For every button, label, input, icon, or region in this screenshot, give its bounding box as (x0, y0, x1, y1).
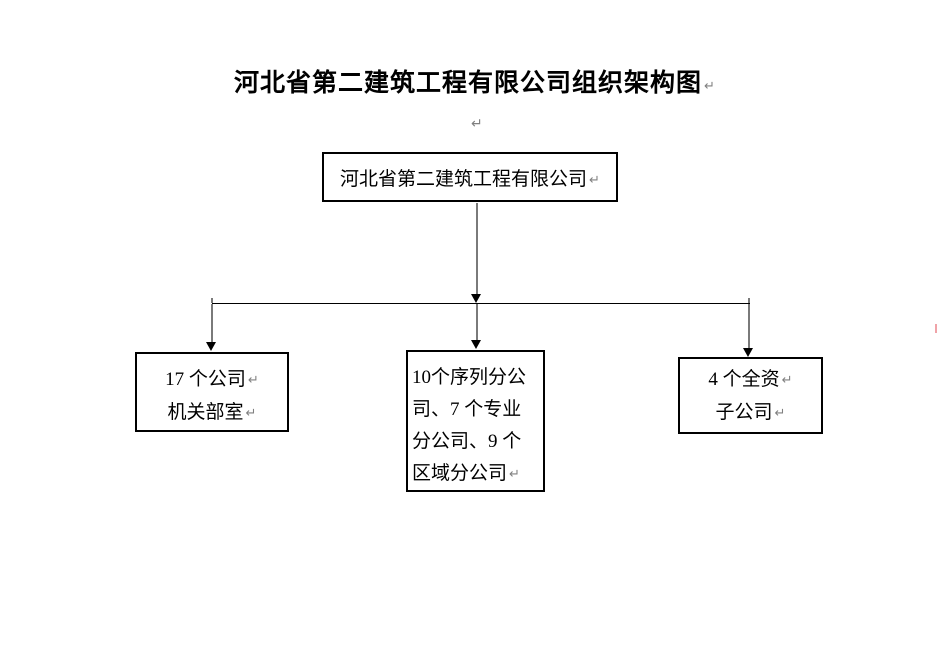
box-text: 4 个全资 (708, 369, 780, 390)
box-text-line: 子公司↵ (680, 397, 821, 430)
return-mark: ↵ (704, 79, 715, 94)
box-text-line: 区域分公司↵ (412, 458, 543, 491)
return-mark: ↵ (245, 406, 257, 421)
box-text-line: 分公司、9 个 (412, 426, 543, 458)
arrowhead-down-icon (743, 348, 753, 357)
box-text-line: 司、7 个专业 (412, 394, 543, 426)
arrowhead-down-icon (471, 294, 481, 303)
branch-companies-box: 10个序列分公司、7 个专业分公司、9 个区域分公司↵ (406, 350, 545, 492)
arrowhead-down-icon (206, 342, 216, 351)
connector-right-nub (748, 298, 750, 303)
subsidiaries-box: 4 个全资↵子公司↵ (678, 357, 823, 434)
arrowhead-down-icon (471, 340, 481, 349)
return-mark: ↵ (781, 373, 793, 388)
connector-left-shaft (211, 304, 213, 342)
root-company-box: 河北省第二建筑工程有限公司↵ (322, 152, 618, 202)
box-text: 10个序列分公 (412, 367, 527, 388)
return-mark: ↵ (247, 373, 259, 388)
box-text: 子公司 (715, 402, 773, 423)
return-mark: ↵ (471, 116, 483, 132)
box-text: 17 个公司 (165, 369, 246, 390)
box-text: 司、7 个专业 (412, 399, 522, 420)
connector-left-nub (211, 298, 213, 303)
stray-pink-tick (935, 324, 937, 333)
box-text-line: 机关部室↵ (137, 397, 287, 430)
box-text: 分公司、9 个 (412, 431, 522, 452)
box-text: 河北省第二建筑工程有限公司 (340, 168, 588, 190)
box-text-line: 10个序列分公 (412, 362, 543, 394)
connector-root-shaft (476, 203, 478, 294)
box-text: 机关部室 (167, 402, 244, 423)
connector-horizontal-rail (212, 303, 750, 305)
return-mark: ↵ (509, 467, 520, 482)
page-title-text: 河北省第二建筑工程有限公司组织架构图 (234, 69, 703, 97)
departments-box: 17 个公司↵机关部室↵ (135, 352, 289, 432)
connector-right-shaft (748, 304, 750, 348)
box-text-line: 17 个公司↵ (137, 364, 287, 397)
page-title: 河北省第二建筑工程有限公司组织架构图↵ (0, 63, 949, 99)
box-text-line: 河北省第二建筑工程有限公司↵ (340, 164, 600, 191)
return-mark: ↵ (589, 172, 600, 188)
return-mark: ↵ (774, 406, 786, 421)
connector-middle-shaft (476, 304, 478, 340)
box-text: 区域分公司 (412, 463, 508, 484)
box-text-line: 4 个全资↵ (680, 364, 821, 397)
